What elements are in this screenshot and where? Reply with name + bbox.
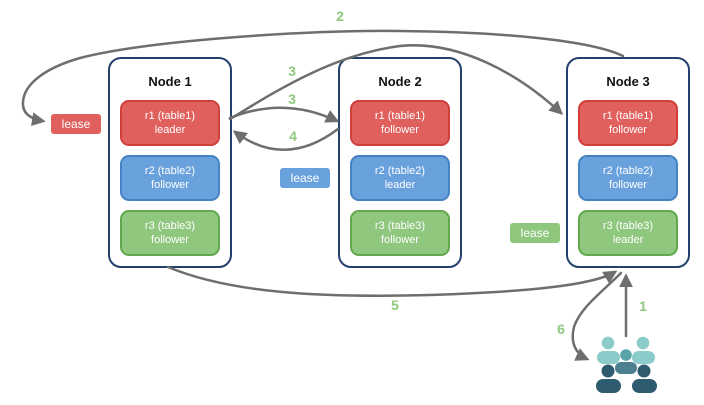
node-2: Node 2 r1 (table1) follower r2 (table2) …: [338, 57, 462, 268]
user-body: [597, 351, 620, 364]
replica-r3-node2: r3 (table3) follower: [350, 210, 450, 256]
replica-role: leader: [612, 234, 644, 246]
arrow-step-5: [166, 265, 618, 298]
lease-badge-table1: lease: [49, 112, 103, 136]
replica-r1-node1: r1 (table1) leader: [120, 100, 220, 146]
arrow-step-4: [232, 127, 340, 151]
replica-name: r3 (table3): [602, 220, 654, 232]
user-head: [637, 364, 651, 378]
step-label-1: 1: [639, 298, 647, 314]
replica-role: follower: [151, 234, 189, 246]
lease-label: lease: [520, 226, 550, 240]
replica-name: r1 (table1): [144, 110, 196, 122]
node-2-title: Node 2: [378, 74, 422, 89]
replica-name: r2 (table2): [374, 165, 426, 177]
replica-role: follower: [381, 234, 419, 246]
users-icon: [596, 336, 657, 393]
replica-r2-node3: r2 (table2) follower: [578, 155, 678, 201]
arrow-step-3-to-node2: [228, 106, 340, 123]
user-head: [620, 349, 632, 361]
node-1: Node 1 r1 (table1) leader r2 (table2) fo…: [108, 57, 232, 268]
user-head: [601, 364, 615, 378]
lease-badge-table2: lease: [278, 166, 332, 190]
replica-r1-node2: r1 (table1) follower: [350, 100, 450, 146]
replica-r3-node1: r3 (table3) follower: [120, 210, 220, 256]
replica-r2-node1: r2 (table2) follower: [120, 155, 220, 201]
node-1-title: Node 1: [148, 74, 192, 89]
replica-name: r3 (table3): [144, 220, 196, 232]
lease-label: lease: [61, 117, 91, 131]
user-body: [596, 379, 621, 393]
step-label-2: 2: [336, 8, 344, 24]
node-3-title: Node 3: [606, 74, 650, 89]
lease-label: lease: [290, 171, 320, 185]
replica-r1-node3: r1 (table1) follower: [578, 100, 678, 146]
replica-name: r2 (table2): [602, 165, 654, 177]
user-body: [632, 351, 655, 364]
step-label-4: 4: [289, 128, 297, 144]
lease-badge-table3: lease: [508, 221, 562, 245]
replica-r3-node3: r3 (table3) leader: [578, 210, 678, 256]
replica-role: leader: [384, 179, 416, 191]
user-head: [636, 336, 650, 350]
step-label-6: 6: [557, 321, 565, 337]
step-label-3b: 3: [288, 91, 296, 107]
user-body: [615, 362, 637, 374]
node-3: Node 3 r1 (table1) follower r2 (table2) …: [566, 57, 690, 268]
replica-role: follower: [381, 124, 419, 136]
step-label-5: 5: [391, 297, 399, 313]
replica-role: leader: [154, 124, 186, 136]
user-body: [632, 379, 657, 393]
replica-name: r2 (table2): [144, 165, 196, 177]
replica-name: r1 (table1): [602, 110, 654, 122]
step-label-3a: 3: [288, 63, 296, 79]
replica-role: follower: [609, 179, 647, 191]
replica-name: r1 (table1): [374, 110, 426, 122]
replica-role: follower: [151, 179, 189, 191]
replica-role: follower: [609, 124, 647, 136]
replica-r2-node2: r2 (table2) leader: [350, 155, 450, 201]
replica-name: r3 (table3): [374, 220, 426, 232]
user-head: [601, 336, 615, 350]
